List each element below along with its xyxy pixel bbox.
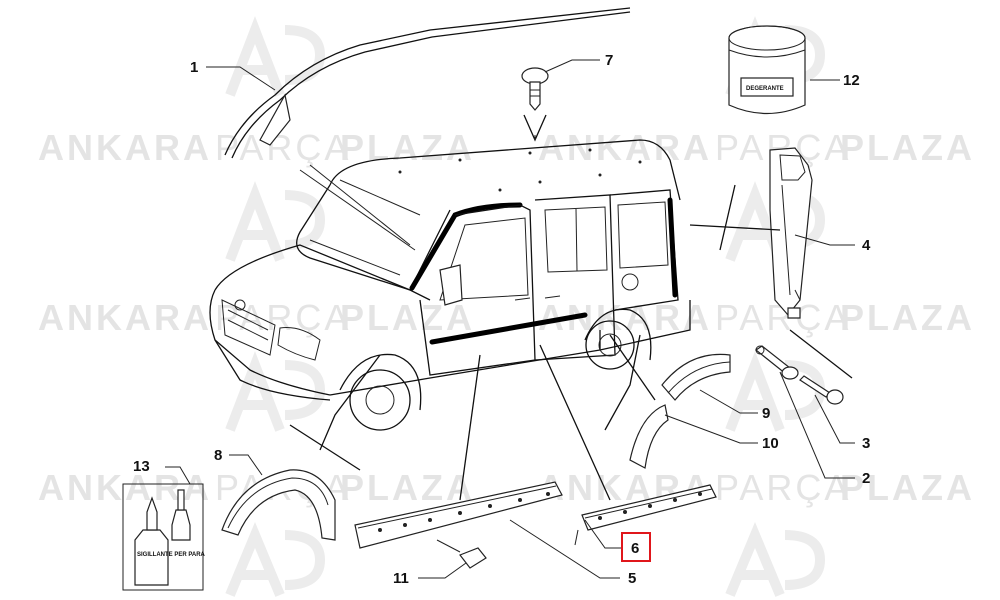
- part-5-side-moulding: [354, 344, 611, 549]
- bottle-label: SIGILLANTE PER PARA: [137, 552, 206, 558]
- van-illustration: [209, 139, 691, 431]
- rear-pillar-seal: [667, 197, 678, 298]
- callout-10: 10: [762, 435, 779, 452]
- watermark-word-plaza: PLAZA: [840, 297, 975, 338]
- watermark-word-plaza: PLAZA: [340, 127, 475, 168]
- watermark-word-plaza: PLAZA: [340, 467, 475, 508]
- part-3-screw: [789, 329, 853, 405]
- door-moulding-holes: [598, 492, 702, 520]
- roof-rivets: [398, 148, 642, 192]
- watermark-word-ankara: ANKARA: [38, 297, 212, 338]
- jar-label: DEGERANTE: [746, 86, 784, 92]
- callout-6: 6: [631, 540, 639, 557]
- part-7-clip: [521, 67, 549, 142]
- watermark-word-ankara: ANKARA: [38, 127, 212, 168]
- watermark-word-parca: PARÇA: [215, 127, 351, 168]
- watermark-word-plaza: PLAZA: [840, 127, 975, 168]
- moulding-clip-holes: [378, 492, 550, 532]
- callout-3: 3: [862, 435, 870, 452]
- part-9-rear-arch-trim: [661, 353, 731, 401]
- part-6-door-moulding: [574, 484, 717, 546]
- watermark-word-plaza: PLAZA: [340, 297, 475, 338]
- part-8-front-arch-trim: [221, 354, 381, 541]
- watermark-word-plaza: PLAZA: [840, 467, 975, 508]
- part-13-sealant: SIGILLANTE PER PARA: [122, 483, 206, 591]
- part-2-pin: [754, 345, 799, 380]
- part-11-clip: [436, 539, 487, 569]
- leader-lines: [165, 59, 855, 579]
- windshield-seal: [409, 202, 523, 291]
- watermark-word-ankara: ANKARA: [538, 127, 712, 168]
- callout-9: 9: [762, 405, 770, 422]
- callout-13: 13: [133, 458, 150, 475]
- callout-7: 7: [605, 52, 613, 69]
- part-4-rear-pillar-trim: [689, 147, 813, 319]
- callout-1: 1: [190, 59, 198, 76]
- watermark-row-1: ANKARA PARÇA PLAZA ANKARA PARÇA PLAZA: [38, 127, 975, 168]
- highlight-box: [621, 532, 651, 562]
- watermark-row-2: ANKARA PARÇA PLAZA ANKARA PARÇA PLAZA: [38, 297, 975, 338]
- watermark-word-ankara: ANKARA: [38, 467, 212, 508]
- side-moulding: [429, 312, 588, 345]
- callout-11: 11: [393, 570, 409, 587]
- callout-12: 12: [843, 72, 860, 89]
- part-1-windshield-trim: [224, 7, 631, 251]
- callout-2: 2: [862, 470, 870, 487]
- callouts: 1 2 3 4 5 6 7 8 9 10 11 12 13: [133, 52, 871, 587]
- watermark-word-parca: PARÇA: [215, 297, 351, 338]
- watermark-word-parca: PARÇA: [715, 467, 851, 508]
- callout-4: 4: [862, 237, 871, 254]
- callout-8: 8: [214, 447, 222, 464]
- callout-5: 5: [628, 570, 636, 587]
- part-12-degreaser-jar: DEGERANTE: [728, 25, 806, 114]
- part-10-rear-arch-liner: [604, 334, 669, 469]
